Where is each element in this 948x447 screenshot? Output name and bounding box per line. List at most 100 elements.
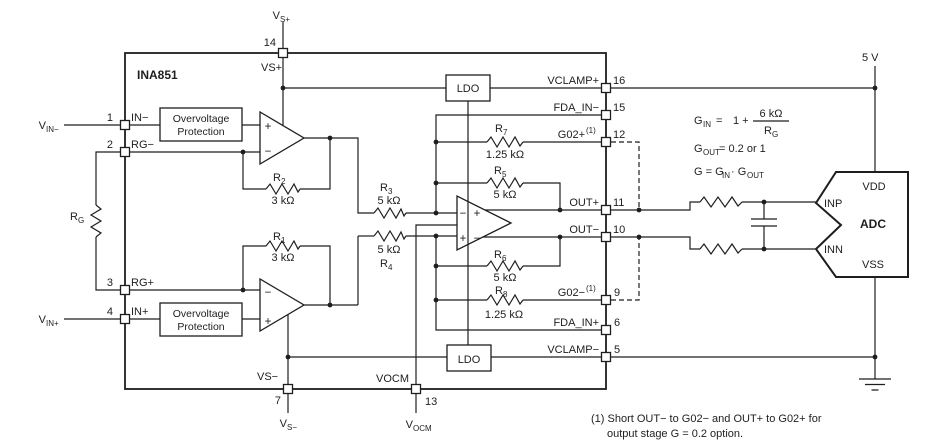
r6-ref: R	[494, 249, 502, 261]
pin-16-number: 16	[613, 75, 625, 87]
pin-15-number: 15	[613, 102, 625, 114]
junction-dot	[433, 263, 439, 269]
wire-rg-bottom	[95, 237, 260, 291]
resistor-r8-symbol	[486, 293, 524, 307]
pin-12-name: G02+	[558, 129, 585, 141]
adc-inn-label: INN	[824, 244, 843, 256]
r1-ref: R	[273, 231, 281, 243]
r3-ref: R	[380, 182, 388, 194]
vocm-label: V	[406, 419, 414, 431]
ovp-top-label-line2: Protection	[177, 126, 224, 138]
pin-10-name: OUT−	[569, 224, 599, 236]
pin-14-square	[277, 47, 289, 59]
r8-ref-sub: 8	[503, 290, 508, 299]
fda-out-minus-mark: −	[474, 233, 481, 245]
eq-g-sub1: IN	[722, 171, 730, 180]
wire-fdain-neg-row	[435, 114, 606, 213]
pin-squares	[119, 47, 612, 395]
r7-value: 1.25 kΩ	[486, 149, 524, 161]
r6-ref-sub: 6	[502, 254, 507, 263]
eq-gin-lhs-sub: IN	[703, 120, 711, 129]
junction-dot	[636, 207, 642, 213]
pin-4-square	[119, 313, 131, 325]
junction-dot	[240, 149, 246, 155]
pin-6-name: FDA_IN+	[553, 317, 599, 329]
resistor-filter-top-symbol	[699, 195, 743, 209]
pin-9-number: 9	[614, 287, 620, 299]
eq-gin-one-plus: 1 +	[733, 115, 749, 127]
pin-9-square	[600, 294, 612, 306]
vin-pos-label: V	[39, 314, 47, 326]
ldo-box-top	[445, 74, 491, 102]
wire-r5-right	[523, 182, 561, 210]
junction-dot	[327, 135, 333, 141]
wire-outn-net	[483, 236, 700, 250]
pin-15-square	[600, 109, 612, 121]
pin-1-number: 1	[107, 112, 113, 124]
junction-dot	[280, 85, 286, 91]
eq-gout-rhs: = 0.2 or 1	[719, 143, 766, 155]
junction-dot	[761, 246, 767, 252]
junction-dot	[636, 234, 642, 240]
pin-3-name: RG+	[131, 277, 154, 289]
junction-dot	[761, 199, 767, 205]
r3-ref-sub: 3	[388, 187, 393, 196]
resistor-symbols	[89, 135, 743, 307]
pin-2-number: 2	[107, 139, 113, 151]
r6-value: 5 kΩ	[494, 272, 517, 284]
pin-12-square	[600, 136, 612, 148]
junction-dot	[240, 287, 246, 293]
wire-a1-feedback-right	[300, 138, 331, 190]
eq-g-lhs: G = G	[694, 166, 724, 178]
resistor-filter-bottom-symbol	[699, 242, 743, 256]
pin-3-number: 3	[107, 277, 113, 289]
opamp-a1	[259, 110, 306, 166]
r5-ref-sub: 5	[502, 170, 507, 179]
adc-outline	[814, 171, 909, 278]
eq-gin-denominator: R	[764, 125, 772, 137]
r5-value: 5 kΩ	[494, 189, 517, 201]
vs-neg-label: V	[280, 418, 288, 430]
vin-pos-label-sub: IN+	[46, 319, 59, 328]
resistor-r7-symbol	[486, 135, 524, 149]
footnote-line2: output stage G = 0.2 option.	[607, 428, 743, 440]
a1-minus-mark: −	[265, 146, 272, 158]
resistor-rg-symbol	[89, 204, 103, 238]
pin-7-square	[282, 383, 294, 395]
pin-11-square	[600, 204, 612, 216]
blocks	[124, 52, 909, 390]
r2-value: 3 kΩ	[272, 195, 295, 207]
ldo-top-label: LDO	[457, 83, 480, 95]
junction-dot	[872, 354, 878, 360]
pin-2-name: RG−	[131, 139, 154, 151]
pin-15-name: FDA_IN−	[553, 102, 599, 114]
eq-g-mid: · G	[731, 166, 746, 178]
pin-6-square	[600, 324, 612, 336]
pin-1-square	[119, 119, 131, 131]
junction-dots	[240, 85, 878, 360]
ina851-outline	[124, 52, 607, 390]
pin-4-number: 4	[107, 306, 113, 318]
pin-9-footnote-ref: (1)	[586, 284, 596, 293]
wire-g02p-short	[611, 141, 640, 210]
resistor-r5-symbol	[486, 176, 524, 190]
wire-a1-output	[304, 137, 374, 214]
ovp-box-top	[159, 107, 243, 142]
r5-ref: R	[494, 165, 502, 177]
resistor-r4-symbol	[373, 229, 407, 243]
pin-3-square	[119, 284, 131, 296]
opamp-a2	[259, 277, 306, 333]
ldo-box-bottom	[446, 344, 492, 372]
junction-dot	[433, 297, 439, 303]
a1-plus-mark: +	[265, 121, 272, 133]
junction-dot	[872, 85, 878, 91]
vs-pos-label-sub: S+	[280, 15, 290, 24]
pin-16-name: VCLAMP+	[547, 75, 599, 87]
ovp-bottom-label-line1: Overvoltage	[173, 308, 230, 320]
wire-a2-feedback-right	[300, 245, 331, 305]
resistor-r3-symbol	[373, 206, 407, 220]
r4-value: 5 kΩ	[378, 244, 401, 256]
fda-in-minus-mark: −	[460, 208, 467, 220]
vs-pos-label: V	[273, 10, 281, 22]
